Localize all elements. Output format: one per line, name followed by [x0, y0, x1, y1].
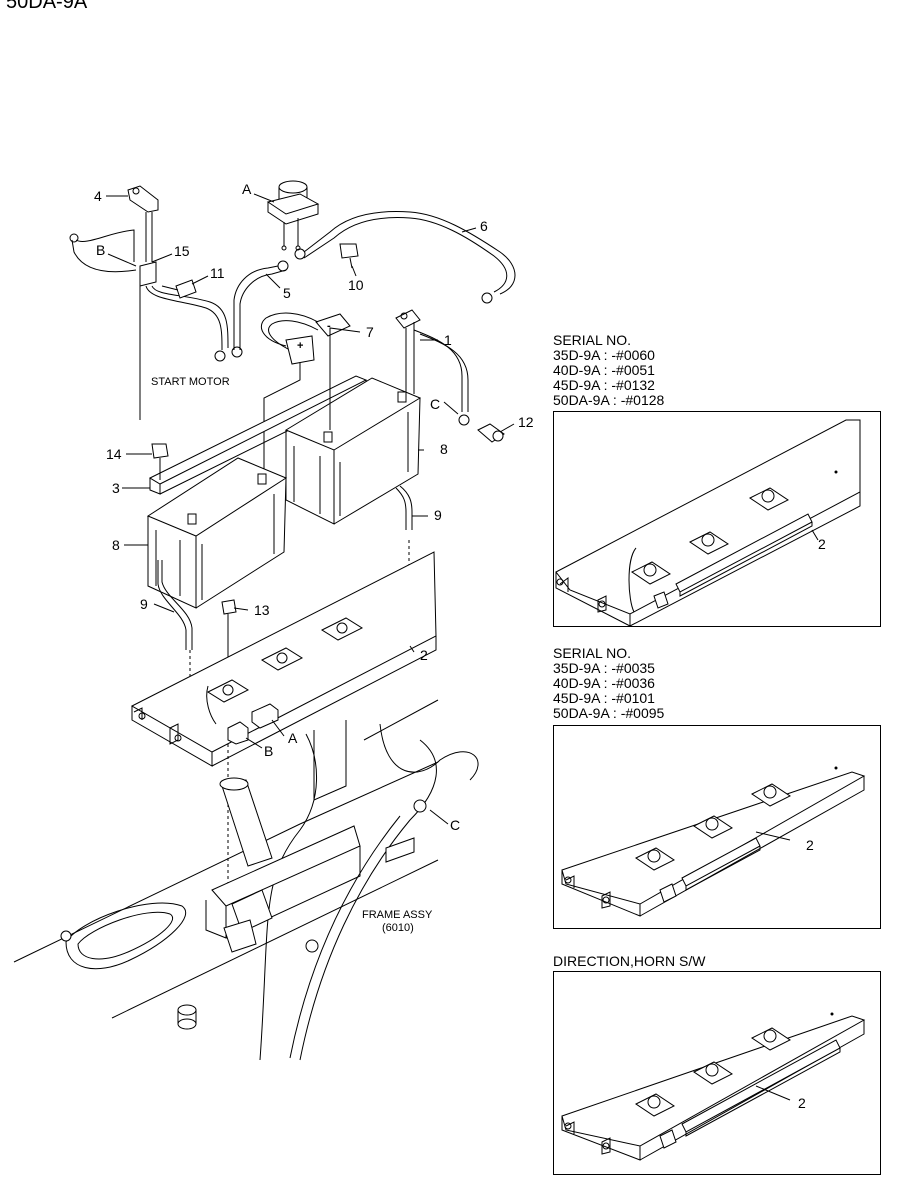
- battery-right-8: [284, 377, 422, 525]
- bolt-12: [477, 423, 505, 443]
- variant-1-heading: SERIAL NO.: [553, 332, 632, 348]
- variant-3-heading: DIRECTION,HORN S/W: [553, 953, 706, 969]
- callout-8-left: 8: [112, 537, 120, 553]
- variant-2-line: 50DA-9A : -#0095: [553, 705, 665, 721]
- cable-6: [294, 211, 516, 304]
- callout-panel3-2: 2: [798, 1095, 806, 1111]
- variant-1-line: 40D-9A : -#0051: [553, 362, 655, 378]
- battery-relay-a: [266, 180, 320, 251]
- start-motor-label: START MOTOR: [151, 376, 230, 388]
- variant-1-line: 50DA-9A : -#0128: [553, 392, 665, 408]
- callout-10: 10: [348, 277, 364, 293]
- cable-5: [231, 260, 289, 358]
- variant-1-line: 35D-9A : -#0060: [553, 347, 655, 363]
- battery-minus-mark: -: [327, 320, 331, 332]
- callout-b: B: [96, 242, 106, 258]
- callout-b-spacer: B: [264, 743, 274, 759]
- variant-panel-1-drawing: [555, 419, 861, 627]
- bolt-10: [339, 243, 359, 269]
- callout-13: 13: [254, 602, 270, 618]
- callout-panel1-2: 2: [818, 536, 826, 552]
- callout-c: C: [430, 396, 441, 412]
- spacer-a: [251, 703, 279, 729]
- variant-1-line: 45D-9A : -#0132: [553, 377, 655, 393]
- bolt-11: [161, 279, 197, 299]
- callout-c-frame: C: [450, 817, 461, 833]
- callout-7: 7: [366, 324, 374, 340]
- spacer-b: [227, 721, 249, 745]
- callout-9-right: 9: [434, 507, 442, 523]
- variant-panel-2: [553, 725, 881, 929]
- callout-a-spacer: A: [288, 730, 298, 746]
- callout-panel2-2: 2: [806, 837, 814, 853]
- callout-12: 12: [518, 414, 534, 430]
- variant-2-line: 40D-9A : -#0036: [553, 675, 655, 691]
- callout-15: 15: [174, 243, 190, 259]
- battery-tray-2: [130, 551, 437, 767]
- battery-plus-mark: +: [297, 340, 304, 352]
- callout-3: 3: [112, 480, 120, 496]
- page-title: 50DA-9A: [6, 0, 88, 13]
- cable-9-left: [157, 560, 193, 650]
- frame-assy-label: FRAME ASSY: [362, 909, 433, 921]
- cable-7: [261, 312, 351, 480]
- cable-4-battery-harness: [69, 185, 229, 420]
- variant-2-heading: SERIAL NO.: [553, 645, 632, 661]
- variant-2-line: 35D-9A : -#0035: [553, 660, 655, 676]
- callout-14: 14: [106, 446, 122, 462]
- bolt-13: [221, 599, 237, 900]
- callout-1: 1: [444, 332, 452, 348]
- callout-6: 6: [480, 218, 488, 234]
- frame-assembly: [13, 699, 479, 1061]
- nut-14: [151, 443, 169, 480]
- cable-1: [395, 309, 470, 426]
- variant-panel-3-drawing: [561, 1012, 866, 1161]
- variant-2-line: 45D-9A : -#0101: [553, 690, 655, 706]
- variant-panel-3: [553, 971, 881, 1175]
- callout-2: 2: [420, 647, 428, 663]
- battery-left-8: [146, 457, 288, 609]
- variant-panel-2-drawing: [561, 766, 866, 917]
- callout-9-left: 9: [140, 596, 148, 612]
- variant-panel-1: [553, 411, 881, 627]
- frame-code-label: (6010): [382, 922, 414, 934]
- callout-5: 5: [283, 285, 291, 301]
- callout-a: A: [242, 181, 252, 197]
- callout-leaders: [106, 193, 515, 825]
- callout-11: 11: [210, 265, 225, 281]
- callout-8-right: 8: [440, 441, 448, 457]
- callout-4: 4: [94, 188, 102, 204]
